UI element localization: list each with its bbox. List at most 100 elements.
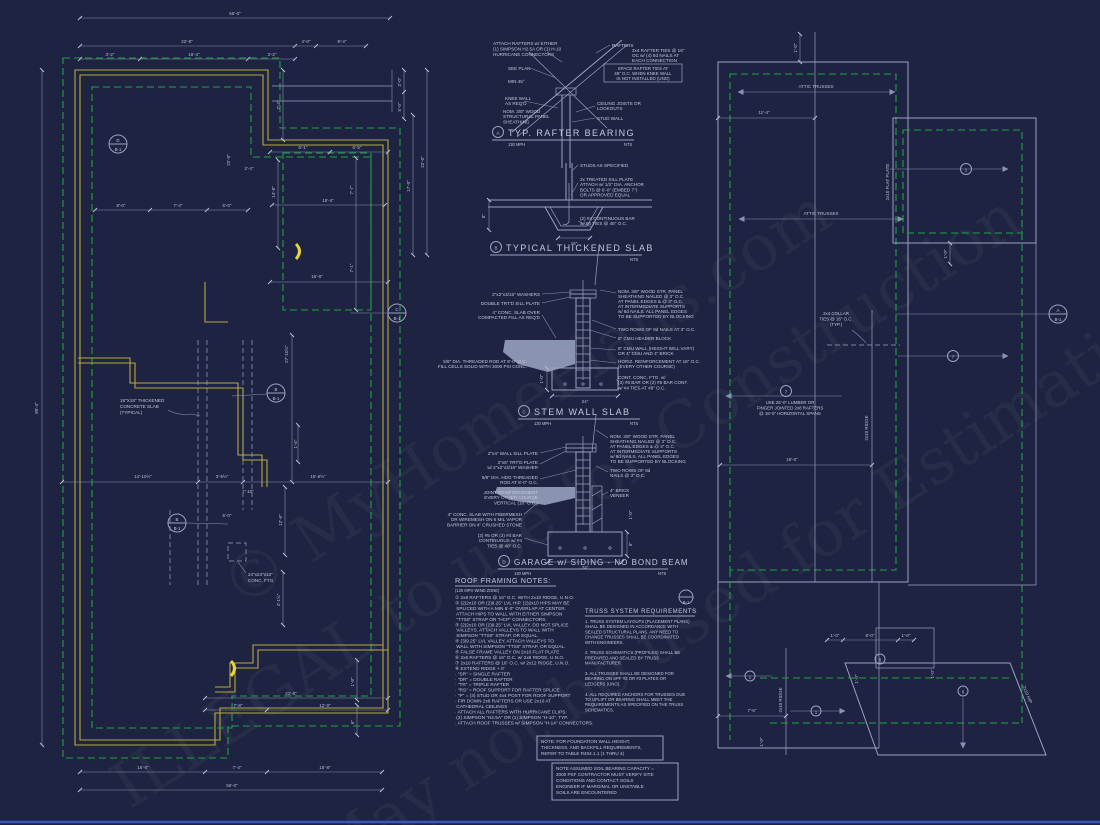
roof-framing-notes: ROOF FRAMING NOTES: (130 MPH WIND ZONE) … — [455, 576, 593, 725]
dim-label: 18'-0" — [786, 457, 798, 462]
leader-line — [523, 537, 549, 546]
wind-rating: 130 MPH — [514, 571, 531, 576]
detail-c-title: C STEM WALL SLAB 130 MPH NTS — [518, 405, 640, 426]
wing-eave-dashed — [902, 129, 1023, 234]
wind-rating: 130 MPH — [508, 142, 525, 147]
rafter-line — [516, 44, 628, 138]
dim-tick — [401, 89, 407, 95]
detail-typ-rafter-bearing: ATTACH RAFTERS w/ EITHER(1) SIMPSON H2.5… — [492, 39, 685, 168]
leader-line — [599, 289, 617, 294]
leader-line — [577, 220, 593, 228]
leader-line — [541, 296, 571, 304]
leader-line — [595, 44, 611, 54]
rebar — [608, 546, 612, 550]
leader-line — [539, 450, 567, 465]
dim-tick — [137, 56, 251, 62]
dim-label: 8" — [481, 214, 486, 219]
see-plan-label: SEE PLAN — [508, 66, 530, 71]
dim-label: 5'-0" — [397, 102, 402, 111]
soil-note-text: NOTE ASSUMED SOIL BEARING CAPACITY =2000… — [556, 766, 654, 795]
roof-tag-1-wing: 1 — [890, 163, 1009, 175]
brick-hatch — [591, 489, 603, 525]
dim-label: 21'-0" — [285, 691, 297, 696]
detail-d-title: D GARAGE w/ SIDING - NO BOND BEAM 130 MP… — [498, 555, 689, 576]
dim-label: 1'-0" — [628, 510, 633, 519]
attic-trusses-label: ATTIC TRUSSES — [798, 84, 833, 89]
leader-line — [595, 465, 609, 473]
dim-label: 1'-0" — [943, 249, 948, 258]
leader-line — [589, 347, 617, 351]
hip-label: 2x10 HIP — [1022, 685, 1034, 704]
bubble-sheet: B-1 — [273, 396, 280, 401]
horiz-reinf-label: HORIZ. REINFORCEMENT AT 16" O.C.(EVERY O… — [618, 359, 700, 369]
leader-line — [541, 291, 573, 295]
detail-tag: C — [522, 410, 525, 415]
dim-label: 1'-0" — [930, 669, 935, 678]
bubble-sheet: B-1 — [115, 147, 122, 152]
roof-outline-main — [717, 61, 909, 583]
dim-label: 15'-6½" — [310, 473, 326, 479]
foundation-note-box: NOTE: FOR FOUNDATION WALL HEIGHT,THICKNE… — [536, 735, 664, 761]
leader-line — [591, 319, 617, 330]
rafter-ties-label: 2x4 RAFTER TIES @ 16"OC w/ (4) 8d NAILS … — [632, 48, 685, 63]
notes-title: ROOF FRAMING NOTES: — [455, 576, 551, 585]
bubble-letter: D — [116, 138, 119, 143]
leader-line — [589, 359, 617, 364]
soil-note-box: NOTE ASSUMED SOIL BEARING CAPACITY =2000… — [551, 762, 679, 801]
space-ties-box — [603, 63, 683, 83]
leader-line — [539, 446, 567, 454]
bubble-letter: A — [1057, 308, 1060, 313]
dim-label: 7'-7" — [349, 185, 354, 194]
dim-label: 6" — [350, 720, 355, 725]
leader-line — [539, 469, 577, 480]
dim-label: 15'-4" — [322, 198, 334, 203]
dim-label: 22'-0" — [420, 156, 425, 168]
dim-label: 8'-0" — [866, 633, 875, 638]
leader-line — [595, 429, 609, 439]
dim-label: 12'-6" — [278, 514, 283, 526]
dim-label: 22'-0" — [226, 154, 231, 166]
scale-label: NTS — [630, 257, 638, 262]
bubble-sheet: B-1 — [683, 600, 690, 605]
dim-label: 4'-1½" — [275, 593, 281, 606]
dim-label: 56'-0" — [229, 11, 241, 16]
tag-number: 1 — [749, 675, 752, 680]
thickened-dip — [544, 206, 604, 231]
scale-label: NTS — [624, 142, 632, 147]
roof-tag-1-left: 1 — [725, 670, 772, 682]
detail-bubble-b: B B-1 — [231, 383, 286, 403]
dim-label: 1'-0" — [759, 737, 764, 746]
leader-line — [572, 164, 579, 171]
dim-label: 7'-4" — [174, 203, 183, 208]
dim-label: 7'-4" — [233, 765, 242, 770]
detail-title: GARAGE w/ SIDING - NO BOND BEAM — [514, 558, 689, 567]
dim-label: 12'-0" — [319, 703, 331, 708]
garage-hip-outline — [844, 662, 1047, 756]
dim-tick — [147, 207, 210, 213]
dim-label: 15'-0" — [137, 765, 149, 770]
dim-label: 17'-0" — [406, 180, 411, 192]
detail-title: TYP. RAFTER BEARING — [508, 128, 635, 138]
dim-label: 6'-5" — [353, 145, 362, 150]
dim-label: 3'-2" — [106, 52, 115, 57]
dim-label: 1'-0" — [902, 633, 911, 638]
dim-label: 2'-4" — [245, 166, 254, 171]
leader-line — [546, 51, 563, 63]
roof-tag-8-dormer: 8 — [874, 653, 886, 665]
tag-number: 7 — [952, 355, 955, 360]
detail-tag: D — [502, 560, 505, 565]
roof-tag-7-east: 7 — [898, 350, 1009, 362]
dim-label: 14'-8" — [271, 186, 276, 198]
revision-mark — [294, 242, 301, 260]
interior-wall-step — [78, 362, 268, 487]
